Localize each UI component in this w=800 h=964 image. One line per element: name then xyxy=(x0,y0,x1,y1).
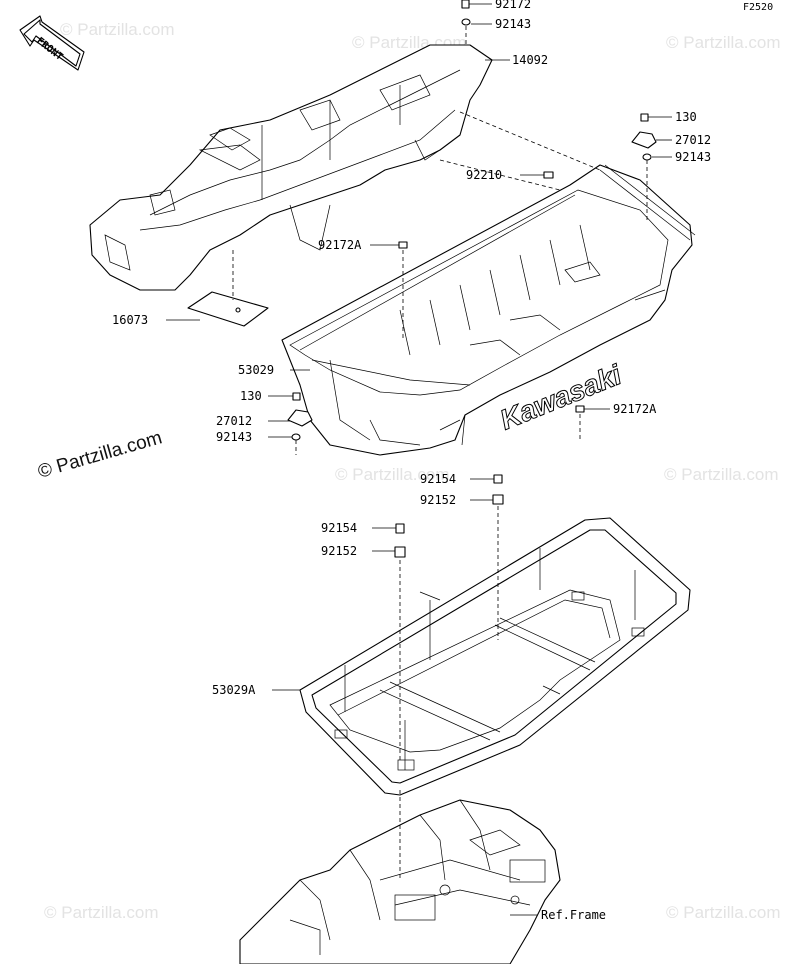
bracket-icon xyxy=(631,131,657,149)
bolt-icon xyxy=(461,0,470,9)
hardware-group xyxy=(287,0,657,558)
label-27012-right: 27012 xyxy=(675,133,711,147)
ref-frame xyxy=(239,799,561,964)
label-130-right: 130 xyxy=(675,110,697,124)
label-27012-left: 27012 xyxy=(216,414,252,428)
label-92210: 92210 xyxy=(466,168,502,182)
bolt-icon xyxy=(640,113,649,122)
label-ref-frame: Ref.Frame xyxy=(541,908,606,922)
watermark-faint: © Partzilla.com xyxy=(60,20,175,39)
clip-icon xyxy=(543,171,554,179)
leader-lines xyxy=(166,3,672,916)
label-92143-right: 92143 xyxy=(675,150,711,164)
bolt-icon xyxy=(575,405,585,413)
spacer-icon xyxy=(492,494,504,505)
label-16073: 16073 xyxy=(112,313,148,327)
watermark-faint: © Partzilla.com xyxy=(335,465,450,484)
label-92154-right: 92154 xyxy=(420,472,456,486)
spacer-icon xyxy=(394,546,406,558)
bolt-icon xyxy=(493,474,503,484)
pad-16073 xyxy=(187,291,269,327)
washer-icon xyxy=(642,153,652,161)
washer-icon xyxy=(291,433,301,441)
frame-hole xyxy=(439,884,451,896)
bolt-icon xyxy=(395,523,405,534)
label-92143-left: 92143 xyxy=(216,430,252,444)
rack-53029A xyxy=(299,517,691,796)
bracket-icon xyxy=(287,409,313,427)
watermark-faint: © Partzilla.com xyxy=(44,903,159,922)
washer-icon xyxy=(461,18,471,26)
label-53029: 53029 xyxy=(238,363,274,377)
watermark-main: © Partzilla.com xyxy=(36,427,165,482)
label-92172A-right: 92172A xyxy=(613,402,657,416)
watermark-faint: © Partzilla.com xyxy=(666,33,781,52)
cover-14092 xyxy=(89,44,493,291)
part-labels: 92172 92143 14092 130 27012 92143 92210 … xyxy=(112,0,711,922)
pad-hole xyxy=(235,307,241,313)
label-92172: 92172 xyxy=(495,0,531,11)
label-130-left: 130 xyxy=(240,389,262,403)
diagram-code: F2520 xyxy=(743,2,773,13)
label-92154-left: 92154 xyxy=(321,521,357,535)
label-92152-left: 92152 xyxy=(321,544,357,558)
label-92172A-left: 92172A xyxy=(318,238,362,252)
frame-hole xyxy=(510,895,520,905)
bolt-icon xyxy=(398,241,408,249)
bolt-icon xyxy=(292,392,301,401)
label-14092: 14092 xyxy=(512,53,548,67)
watermark-faint: © Partzilla.com xyxy=(664,465,779,484)
label-92143-top: 92143 xyxy=(495,17,531,31)
label-92152-right: 92152 xyxy=(420,493,456,507)
label-53029A: 53029A xyxy=(212,683,256,697)
cargo-bed-53029 xyxy=(281,164,696,456)
watermark-faint: © Partzilla.com xyxy=(666,903,781,922)
